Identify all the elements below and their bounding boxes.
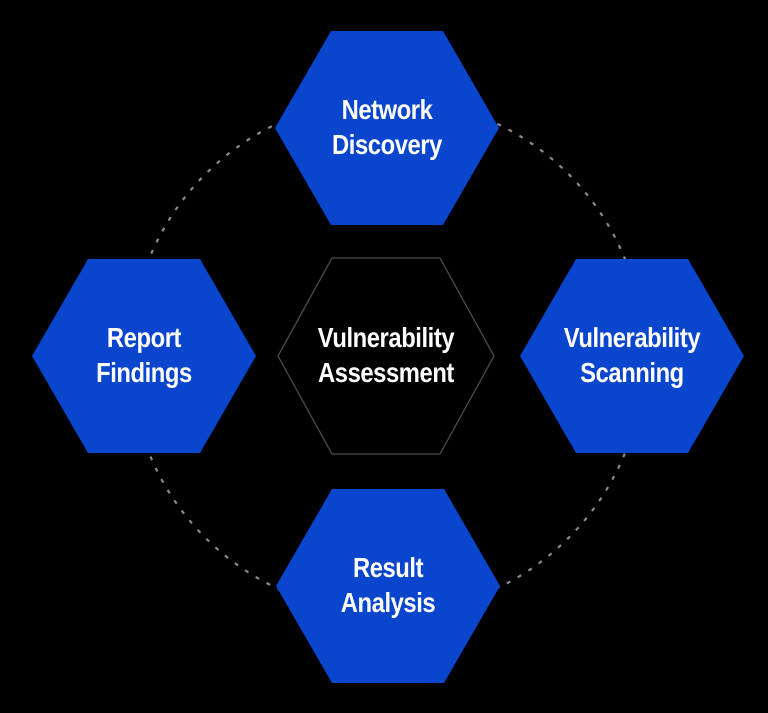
network-discovery-hexagon (275, 31, 499, 225)
node-report-findings: Report Findings (32, 259, 256, 453)
result-analysis-label-line1: Result (353, 551, 424, 583)
node-vulnerability-scanning: Vulnerability Scanning (520, 259, 744, 453)
vulnerability-scanning-hexagon (520, 259, 744, 453)
report-findings-hexagon (32, 259, 256, 453)
node-network-discovery: Network Discovery (275, 31, 499, 225)
report-findings-label-line2: Findings (96, 356, 192, 388)
vulnerability-assessment-label-line2: Assessment (318, 356, 455, 388)
node-result-analysis: Result Analysis (276, 489, 500, 683)
vulnerability-scanning-label-line1: Vulnerability (564, 321, 701, 353)
network-discovery-label-line1: Network (342, 93, 434, 125)
network-discovery-label-line2: Discovery (332, 128, 443, 160)
result-analysis-hexagon (276, 489, 500, 683)
vulnerability-assessment-label-line1: Vulnerability (318, 321, 455, 353)
vulnerability-scanning-label-line2: Scanning (580, 356, 684, 388)
node-vulnerability-assessment: Vulnerability Assessment (277, 257, 495, 455)
vulnerability-assessment-hexagon (277, 257, 495, 455)
report-findings-label-line1: Report (107, 321, 182, 353)
result-analysis-label-line2: Analysis (341, 586, 435, 618)
